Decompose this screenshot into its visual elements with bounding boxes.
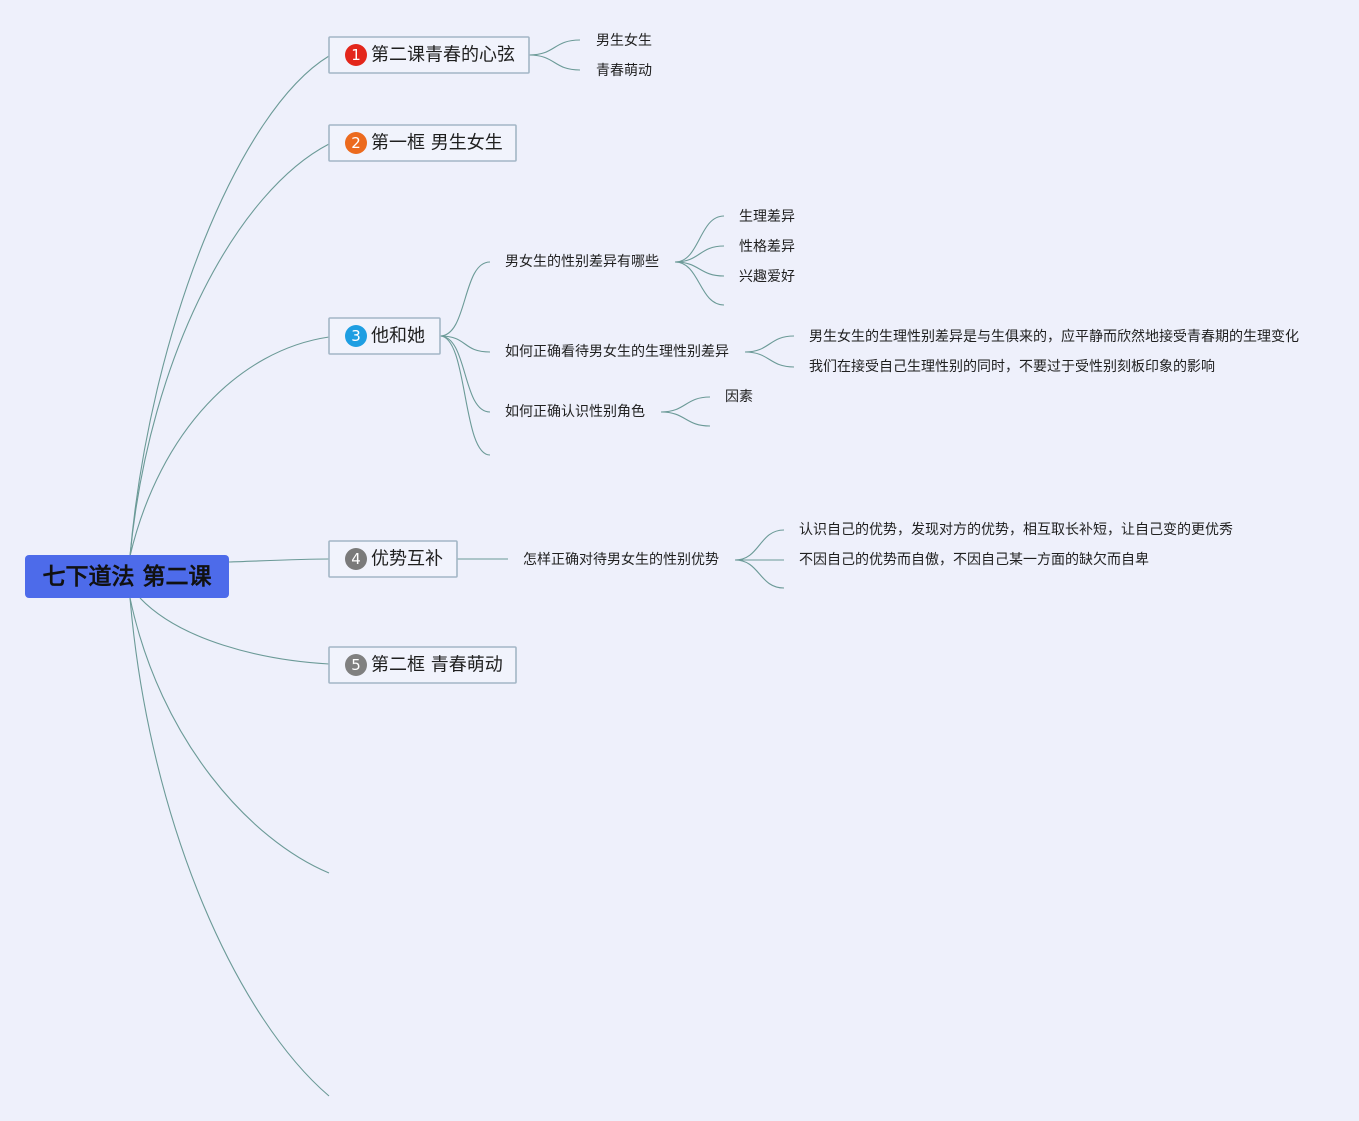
topic-4[interactable]: 4 优势互补 xyxy=(328,540,458,578)
connector-topic-3-child-4 xyxy=(439,335,491,456)
connector-sub-4-1-child-3 xyxy=(734,559,785,589)
connector-root-topic-7 xyxy=(129,597,330,1097)
connector-sub-3-2-child-2 xyxy=(744,351,795,368)
subtopic-3-1[interactable]: 男女生的性别差异有哪些 xyxy=(505,253,659,270)
connector-topic-3-child-3 xyxy=(439,335,491,413)
subtopic-1-2[interactable]: 青春萌动 xyxy=(596,63,652,79)
topic-3[interactable]: 3 他和她 xyxy=(328,317,441,355)
connector-sub-3-2-child-1 xyxy=(744,335,795,353)
priority-marker-icon: 2 xyxy=(345,132,367,154)
subtopic-3-1-2[interactable]: 性格差异 xyxy=(739,239,795,255)
root-topic-box xyxy=(25,555,229,598)
subtopic-4-1[interactable]: 怎样正确对待男女生的性别优势 xyxy=(523,551,719,568)
topic-1[interactable]: 1 第二课青春的心弦 xyxy=(328,36,530,74)
topic-4-label: 优势互补 xyxy=(371,549,443,570)
topic-2-box xyxy=(328,124,517,162)
connector-root-topic-5 xyxy=(139,597,330,665)
root-topic[interactable]: 七下道法 第二课 xyxy=(25,555,229,598)
priority-marker-circle xyxy=(345,132,367,154)
connector-root-topic-2 xyxy=(129,143,330,557)
connector-topic-3-child-2 xyxy=(439,335,491,353)
topic-1-label: 第二课青春的心弦 xyxy=(371,45,515,66)
priority-marker-icon: 4 xyxy=(345,548,367,570)
subtopic-3-3[interactable]: 如何正确认识性别角色 xyxy=(505,403,645,420)
subtopic-3-2[interactable]: 如何正确看待男女生的生理性别差异 xyxy=(505,343,729,360)
connector-sub-3-1-child-1 xyxy=(674,215,725,263)
topic-5-box xyxy=(328,646,517,684)
priority-marker-circle xyxy=(345,325,367,347)
connector-sub-3-3-child-2 xyxy=(660,411,711,427)
connector-sub-4-1-child-1 xyxy=(734,529,785,561)
priority-marker-number: 2 xyxy=(351,134,361,152)
subtopic-1-1[interactable]: 男生女生 xyxy=(596,32,652,49)
topic-3-label: 他和她 xyxy=(371,326,425,347)
priority-marker-circle xyxy=(345,44,367,66)
connector-sub-3-1-child-2 xyxy=(674,245,725,263)
subtopic-3-1-1[interactable]: 生理差异 xyxy=(739,209,795,225)
topic-2-label: 第一框 男生女生 xyxy=(371,133,503,154)
priority-marker-number: 3 xyxy=(351,327,361,345)
connector-topic-3-child-1 xyxy=(439,261,491,337)
topic-5[interactable]: 5 第二框 青春萌动 xyxy=(328,646,517,684)
subtopic-4-1-1[interactable]: 认识自己的优势，发现对方的优势，相互取长补短，让自己变的更优秀 xyxy=(799,522,1233,538)
connector-sub-3-1-child-3 xyxy=(674,261,725,277)
priority-marker-circle xyxy=(345,654,367,676)
priority-marker-icon: 1 xyxy=(345,44,367,66)
connector-topic-1-child-1 xyxy=(528,39,581,56)
root-topic-label: 七下道法 第二课 xyxy=(42,563,212,590)
priority-marker-number: 1 xyxy=(351,46,361,64)
priority-marker-number: 4 xyxy=(351,550,361,568)
subtopic-3-2-1[interactable]: 男生女生的生理性别差异是与生俱来的，应平静而欣然地接受青春期的生理变化 xyxy=(809,328,1299,345)
connector-sub-3-3-child-1 xyxy=(660,396,711,413)
topic-5-label: 第二框 青春萌动 xyxy=(371,655,503,676)
priority-marker-icon: 3 xyxy=(345,325,367,347)
subtopic-3-3-1[interactable]: 因素 xyxy=(725,389,753,405)
priority-marker-number: 5 xyxy=(351,656,361,674)
subtopic-4-1-2[interactable]: 不因自己的优势而自傲，不因自己某一方面的缺欠而自卑 xyxy=(799,551,1149,568)
connector-root-topic-4 xyxy=(228,558,330,563)
topic-1-box xyxy=(328,36,530,74)
priority-marker-icon: 5 xyxy=(345,654,367,676)
connector-topic-1-child-2 xyxy=(528,54,581,71)
priority-marker-circle xyxy=(345,548,367,570)
connector-root-topic-1 xyxy=(129,55,330,557)
subtopic-3-1-3[interactable]: 兴趣爱好 xyxy=(739,269,795,285)
connector-sub-3-1-child-4 xyxy=(674,261,725,306)
topic-2[interactable]: 2 第一框 男生女生 xyxy=(328,124,517,162)
connector-root-topic-3 xyxy=(129,336,330,557)
subtopic-3-2-2[interactable]: 我们在接受自己生理性别的同时，不要过于受性别刻板印象的影响 xyxy=(809,358,1215,375)
connector-root-topic-6 xyxy=(129,597,330,874)
connectors xyxy=(129,39,795,1097)
